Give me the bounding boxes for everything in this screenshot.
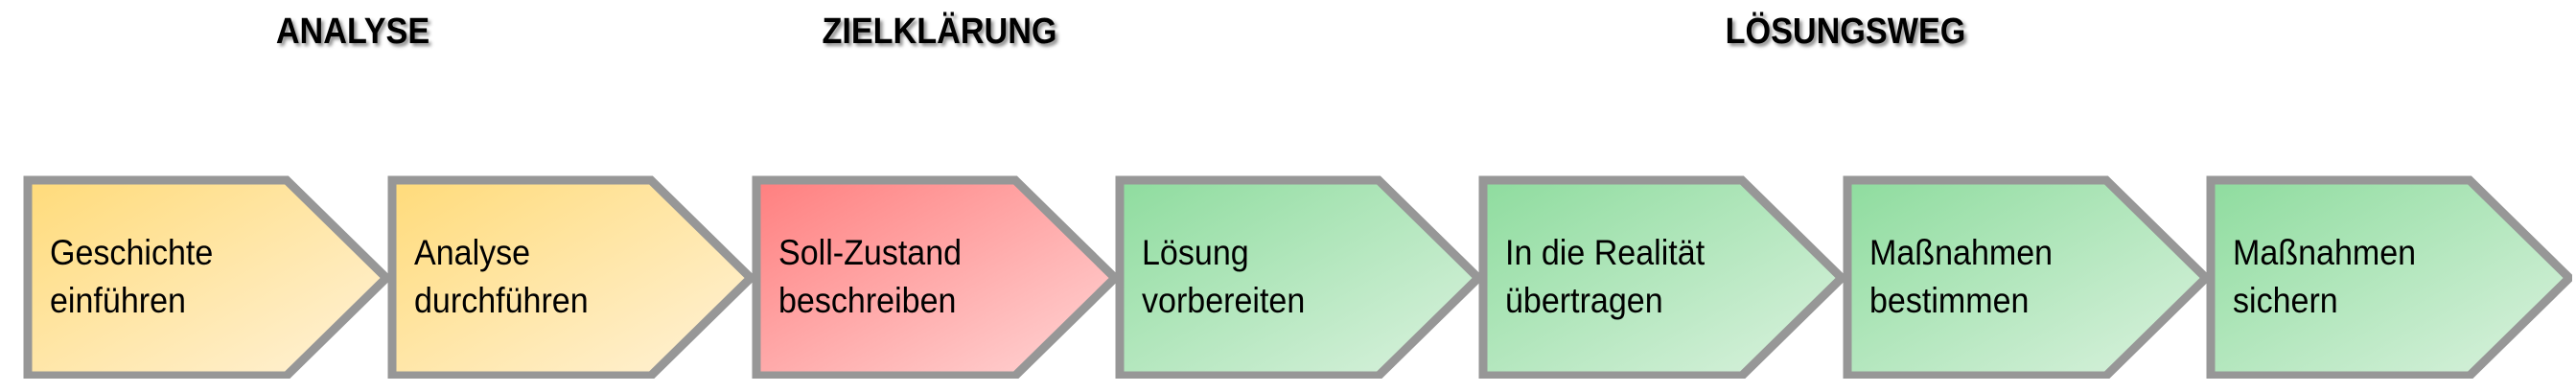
chevron-shape [752,175,1118,379]
step-massnahmen-sichern: Maßnahmen sichern [2206,175,2572,379]
phase-heading-zielklaerung: ZIELKLÄRUNG [822,12,1057,52]
step-label-line2: vorbereiten [1142,281,1306,320]
phase-heading-analyse: ANALYSE [275,12,430,52]
chevron-shape [1843,175,2209,379]
step-label-line1: Analyse [414,233,531,272]
chevron-shape [1115,175,1481,379]
step-label-line2: übertragen [1505,281,1663,320]
step-label-line2: durchführen [414,281,589,320]
step-geschichte-einfuehren: Geschichte einführen [23,175,389,379]
step-label: Maßnahmen sichern [2233,229,2416,325]
step-label-line2: einführen [50,281,186,320]
step-label-line1: In die Realität [1505,233,1706,272]
step-label-line2: bestimmen [1869,281,2030,320]
step-label-line1: Soll-Zustand [778,233,963,272]
step-label-line2: sichern [2233,281,2338,320]
step-massnahmen-bestimmen: Maßnahmen bestimmen [1843,175,2209,379]
step-label: Analyse durchführen [414,229,589,325]
step-label-line1: Maßnahmen [2233,233,2417,272]
chevron-shape [2206,175,2572,379]
step-loesung-vorbereiten: Lösung vorbereiten [1115,175,1481,379]
step-label-line1: Maßnahmen [1869,233,2054,272]
step-label: Soll-Zustand beschreiben [778,229,962,325]
chevron-shape [23,175,389,379]
step-label: Geschichte einführen [50,229,213,325]
step-label-line2: beschreiben [778,281,957,320]
chevron-shape [387,175,754,379]
step-label: Lösung vorbereiten [1142,229,1305,325]
step-soll-zustand-beschreiben: Soll-Zustand beschreiben [752,175,1118,379]
step-in-die-realitaet-uebertragen: In die Realität übertragen [1478,175,1845,379]
chevron-shape [1478,175,1845,379]
step-analyse-durchfuehren: Analyse durchführen [387,175,754,379]
phase-heading-loesungsweg: LÖSUNGSWEG [1725,12,1966,52]
step-label-line1: Geschichte [50,233,214,272]
step-label: Maßnahmen bestimmen [1869,229,2053,325]
step-label-line1: Lösung [1142,233,1249,272]
step-label: In die Realität übertragen [1505,229,1705,325]
